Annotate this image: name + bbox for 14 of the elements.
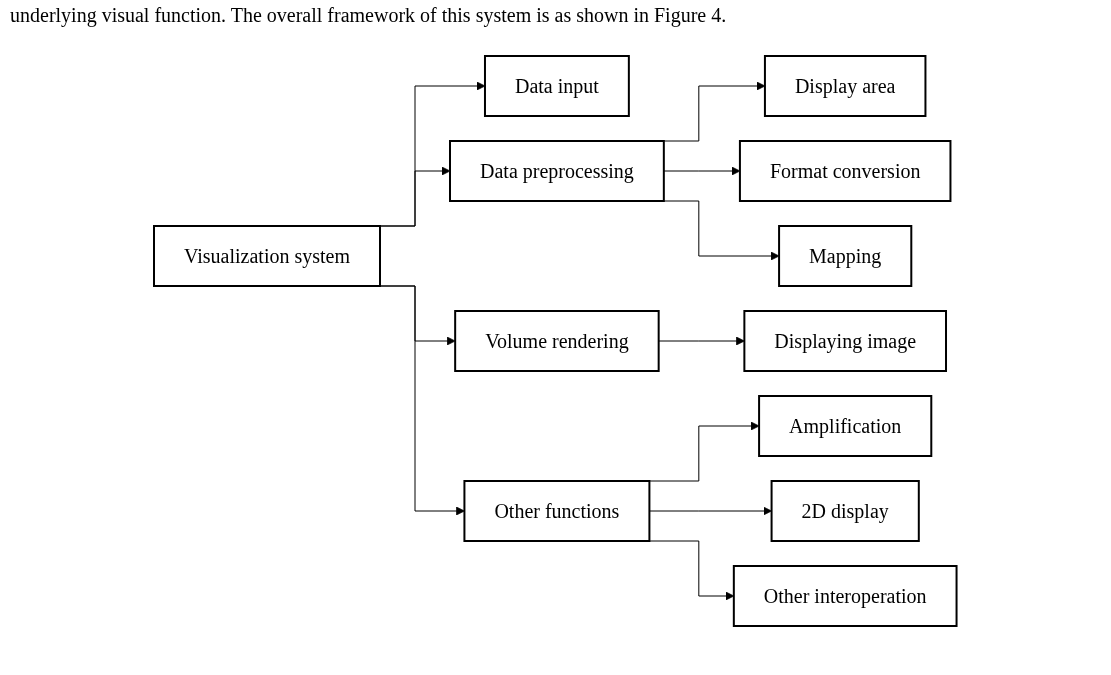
node-box: Format conversion (739, 140, 952, 202)
arrow (658, 336, 745, 346)
node-box: Visualization system (153, 225, 382, 287)
node-box: Other interoperation (733, 565, 958, 627)
note-text: underlying visual function. The overall framework of this system is as shown in Figure 4. (9, 3, 728, 29)
node-box: 2D display (770, 480, 920, 542)
node-box: Mapping (778, 225, 913, 287)
node-box: Data preprocessing (449, 140, 666, 202)
node-box: Other functions (463, 480, 651, 542)
node-box: Amplification (758, 395, 933, 457)
node-box: Volume rendering (454, 310, 660, 372)
node-box: Display area (764, 55, 927, 117)
node-box: Data input (484, 55, 631, 117)
node-box: Displaying image (743, 310, 948, 372)
